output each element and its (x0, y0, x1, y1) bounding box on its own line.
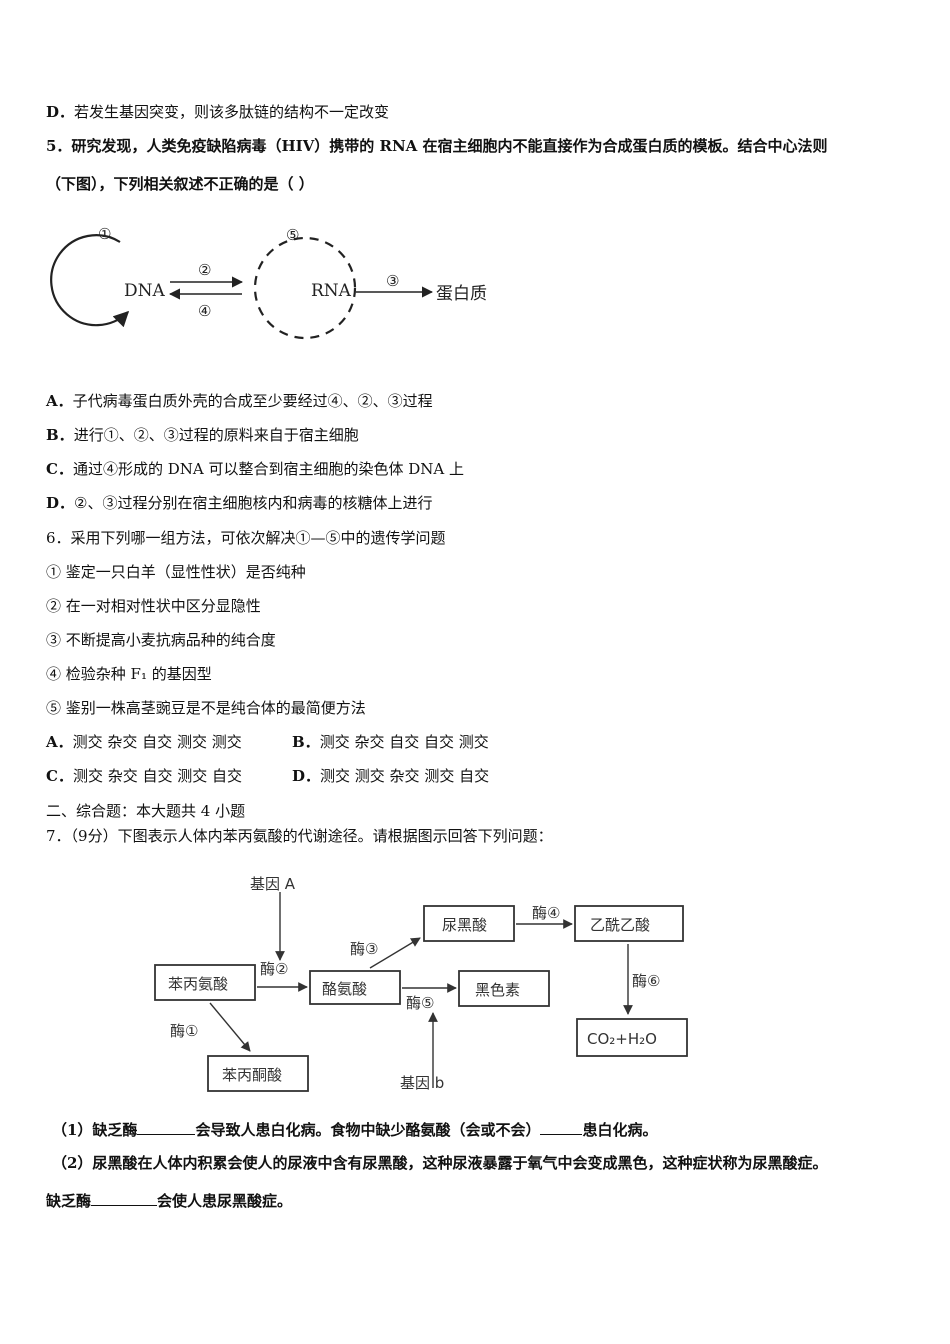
q6-option-c: C．测交 杂交 自交 测交 自交 (46, 767, 243, 785)
q5-stem-line1: 5．研究发现，人类免疫缺陷病毒（HIV）携带的 RNA 在宿主细胞内不能直接作为… (46, 137, 828, 155)
enzyme-5-label: 酶⑤ (406, 994, 434, 1012)
option-text: 若发生基因突变，则该多肽链的结构不一定改变 (74, 103, 390, 121)
q6-item-1: ① 鉴定一只白羊（显性性状）是否纯种 (46, 563, 306, 581)
co2-h2o-box (576, 1018, 688, 1057)
gene-b-label: 基因 b (400, 1074, 444, 1092)
q5-option-d: D．②、③过程分别在宿主细胞核内和病毒的核糖体上进行 (46, 494, 433, 512)
q6-stem: 6．采用下列哪一组方法，可依次解决①—⑤中的遗传学问题 (46, 529, 446, 547)
rna-label: RNA (311, 281, 352, 301)
co2-h2o-label: CO₂+H₂O (587, 1030, 657, 1048)
q6-item-4: ④ 检验杂种 F₁ 的基因型 (46, 665, 212, 683)
circle-4-label: ④ (198, 302, 211, 320)
tyr-to-hga-arrow (369, 937, 421, 969)
q7-sub2-line1: （2）尿黑酸在人体内积累会使人的尿液中含有尿黑酸，这种尿液暴露于氧气中会变成黑色… (52, 1154, 828, 1172)
melanin-label: 黑色素 (475, 981, 520, 999)
phenylpyruvate-box (207, 1055, 309, 1092)
dna-label: DNA (124, 281, 166, 301)
q5-option-a: A．子代病毒蛋白质外壳的合成至少要经过④、②、③过程 (46, 392, 433, 410)
gene-a-label: 基因 A (250, 875, 296, 893)
melanin-box (458, 970, 550, 1007)
phe-to-ppa-arrow (209, 1002, 251, 1052)
q5-option-c: C．通过④形成的 DNA 可以整合到宿主细胞的染色体 DNA 上 (46, 460, 464, 478)
tyrosine-label: 酪氨酸 (322, 980, 367, 998)
q7-stem: 7．（9分）下图表示人体内苯丙氨酸的代谢途径。请根据图示回答下列问题： (46, 827, 553, 845)
q5-option-b: B．进行①、②、③过程的原料来自于宿主细胞 (46, 426, 359, 444)
enzyme-2-label: 酶② (260, 960, 288, 978)
q6-option-a: A．测交 杂交 自交 测交 测交 (46, 733, 242, 751)
replication-arrow (50, 234, 130, 328)
phenylalanine-pathway-diagram: 基因 A 苯丙氨酸 酪氨酸 苯丙酮酸 尿黑酸 黑色素 乙酰乙酸 CO₂+H₂O … (154, 875, 688, 1092)
answer-blank-1[interactable] (137, 1118, 196, 1135)
q7-sub2-line2: 缺乏酶会使人患尿黑酸症。 (46, 1189, 292, 1211)
homogentisic-acid-box (423, 905, 515, 942)
q7-sub1: （1）缺乏酶会导致人患白化病。食物中缺少酪氨酸（会或不会）患白化病。 (52, 1118, 657, 1140)
section-heading: 二、综合题：本大题共 4 小题 (46, 802, 246, 820)
phenylpyruvate-label: 苯丙酮酸 (222, 1066, 282, 1084)
q6-item-2: ② 在一对相对性状中区分显隐性 (46, 597, 261, 615)
tyrosine-box (309, 970, 401, 1005)
phenylalanine-label: 苯丙氨酸 (168, 975, 228, 993)
circle-5-label: ⑤ (286, 226, 299, 244)
homogentisic-acid-label: 尿黑酸 (442, 916, 487, 934)
enzyme-4-label: 酶④ (532, 904, 560, 922)
enzyme-6-label: 酶⑥ (632, 972, 660, 990)
circle-2-label: ② (198, 261, 211, 279)
option-letter: D． (46, 103, 75, 121)
q6-option-d: D．测交 测交 杂交 测交 自交 (292, 767, 490, 785)
circle-3-label: ③ (386, 272, 399, 290)
acetoacetate-label: 乙酰乙酸 (590, 916, 650, 934)
answer-blank-3[interactable] (91, 1189, 158, 1206)
protein-label: 蛋白质 (436, 284, 487, 304)
enzyme-3-label: 酶③ (350, 940, 378, 958)
q4-option-d: D．若发生基因突变，则该多肽链的结构不一定改变 (46, 102, 389, 122)
q5-stem-line2: （下图），下列相关叙述不正确的是（ ） (46, 175, 314, 193)
enzyme-1-label: 酶① (170, 1022, 198, 1040)
q6-option-b: B．测交 杂交 自交 自交 测交 (292, 733, 489, 751)
q6-item-3: ③ 不断提高小麦抗病品种的纯合度 (46, 631, 276, 649)
acetoacetate-box (574, 905, 684, 942)
rna-replication-loop (253, 236, 357, 340)
q6-item-5: ⑤ 鉴别一株高茎豌豆是不是纯合体的最简便方法 (46, 699, 366, 717)
answer-blank-2[interactable] (540, 1118, 583, 1135)
circle-1-label: ① (98, 225, 111, 243)
central-dogma-diagram: ① DNA ② ④ ⑤ RNA ③ 蛋白质 (50, 225, 487, 340)
phenylalanine-box (154, 964, 256, 1001)
